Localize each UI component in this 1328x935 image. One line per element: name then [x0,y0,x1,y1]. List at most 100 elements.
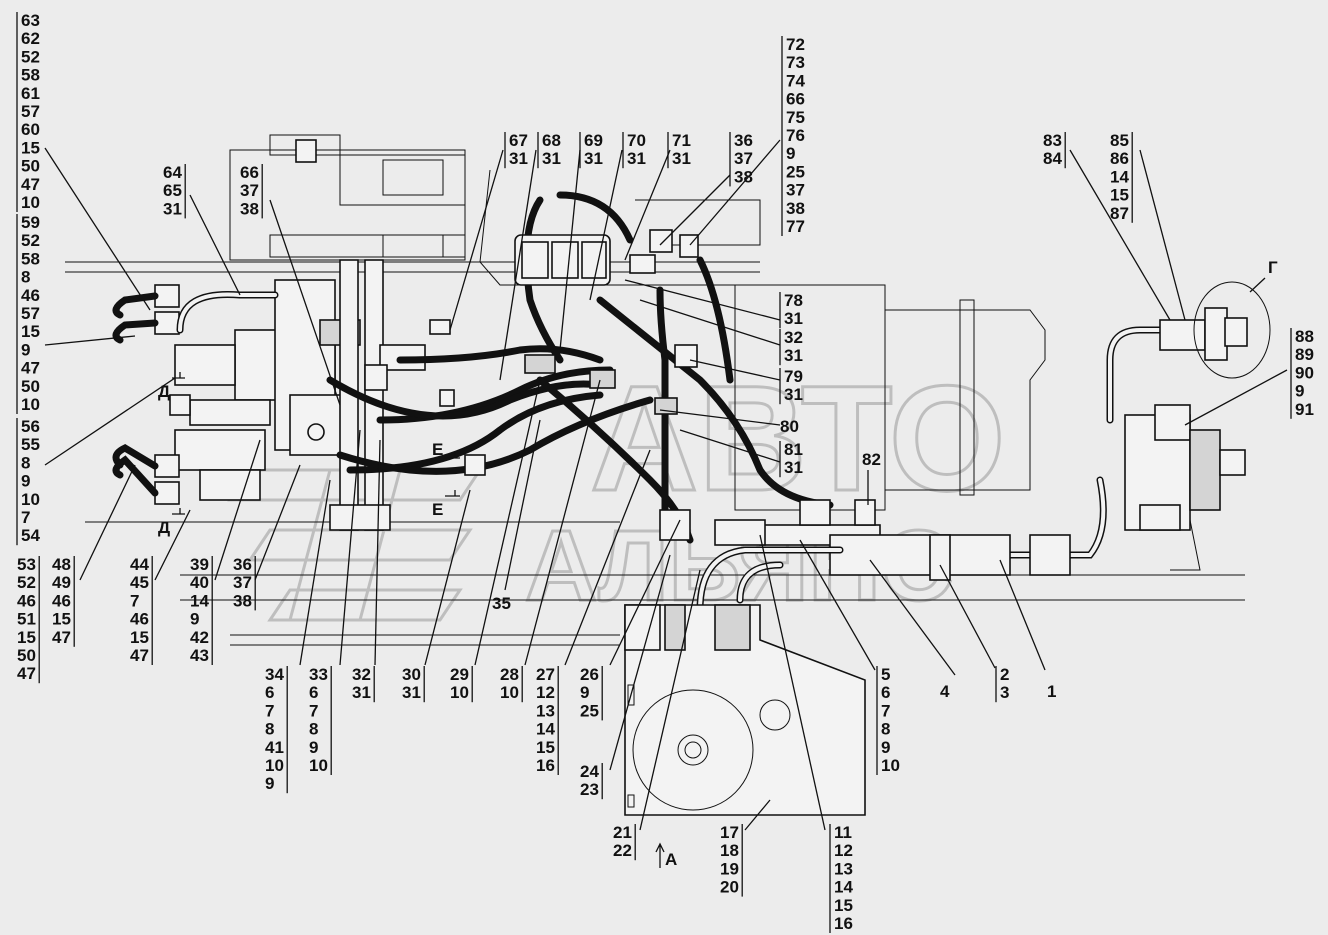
callout-number: 10 [265,756,284,775]
callout-number: 52 [17,573,36,592]
callout-number: 15 [130,628,149,647]
callout-number: 44 [130,555,149,574]
callout-number: 83 [1043,131,1062,150]
callout-number: 76 [786,126,805,145]
callout-number: 15 [52,610,71,629]
callout-number: 19 [720,859,739,878]
top-valve [295,139,317,163]
callout-number: 31 [784,458,803,477]
view-marks: Г Д Д Е Е А [158,258,1278,869]
hose-bundles [176,191,834,544]
callout-number: 54 [21,526,40,545]
callout-number: 9 [309,738,318,757]
callout-number: 38 [786,199,805,218]
callout-number: 57 [21,304,40,323]
view-mark-a: А [665,850,677,869]
callout-number: 46 [130,610,149,629]
callout-number: 89 [1295,345,1314,364]
callout-number: 12 [536,683,555,702]
callout-number: 50 [21,377,40,396]
callout-number: 18 [720,841,739,860]
callout-number: 32 [352,665,371,684]
callout-number: 27 [536,665,555,684]
callout-number: 7 [21,508,30,527]
callout-number: 16 [536,756,555,775]
callout-number: 2 [1000,665,1009,684]
view-mark-e-top: Е [432,440,443,459]
callout-number: 15 [21,322,40,341]
callout-number: 71 [672,131,691,150]
view-mark-e-bottom: Е [432,500,443,519]
callout-number: 8 [881,720,890,739]
callout-number: 10 [21,395,40,414]
callout-number: 4 [940,682,950,701]
callout-number: 73 [786,53,805,72]
callout-number: 31 [584,149,603,168]
callout-number: 3 [1000,683,1009,702]
callout-number: 13 [834,859,853,878]
callout-number: 47 [21,175,40,194]
callout-number: 8 [265,720,274,739]
callout-number: 9 [21,340,30,359]
callout-number: 1 [1047,682,1056,701]
callout-number: 31 [163,199,182,218]
callout-number: 21 [613,823,632,842]
callout-number: 30 [402,665,421,684]
right-pump-assembly [946,281,1271,571]
callout-number: 31 [672,149,691,168]
callout-number: 84 [1043,149,1062,168]
callout-number: 37 [233,573,252,592]
callout-number: 9 [190,610,199,629]
callout-number: 80 [780,417,799,436]
callout-number: 87 [1110,204,1129,223]
callout-number: 32 [784,328,803,347]
callout-number: 69 [584,131,603,150]
callout-number: 12 [834,841,853,860]
callout-number: 34 [265,665,284,684]
callout-number: 10 [881,756,900,775]
callout-number: 46 [17,591,36,610]
callout-number: 10 [21,193,40,212]
callout-number: 38 [734,167,753,186]
callout-number: 88 [1295,327,1314,346]
callout-number: 14 [536,720,555,739]
callout-number: 29 [450,665,469,684]
callout-number: 72 [786,35,805,54]
callout-number: 9 [580,683,589,702]
callout-number: 16 [834,914,853,933]
callout-number: 77 [786,217,805,236]
callout-number: 64 [163,163,182,182]
callout-labels: 6362525861576015504710595258846571594750… [16,11,1314,933]
callout-number: 24 [580,762,599,781]
callout-number: 53 [17,555,36,574]
callout-number: 14 [834,878,853,897]
callout-number: 78 [784,291,803,310]
callout-number: 55 [21,435,40,454]
callout-number: 9 [1295,382,1304,401]
callout-number: 38 [240,199,259,218]
callout-number: 31 [784,309,803,328]
callout-number: 7 [265,701,274,720]
callout-number: 23 [580,780,599,799]
callout-number: 5 [881,665,890,684]
callout-number: 60 [21,120,40,139]
callout-number: 15 [834,896,853,915]
callout-number: 47 [17,664,36,683]
callout-number: 37 [734,149,753,168]
callout-number: 15 [536,738,555,757]
callout-number: 70 [627,131,646,150]
callout-number: 9 [265,774,274,793]
callout-number: 15 [1110,186,1129,205]
